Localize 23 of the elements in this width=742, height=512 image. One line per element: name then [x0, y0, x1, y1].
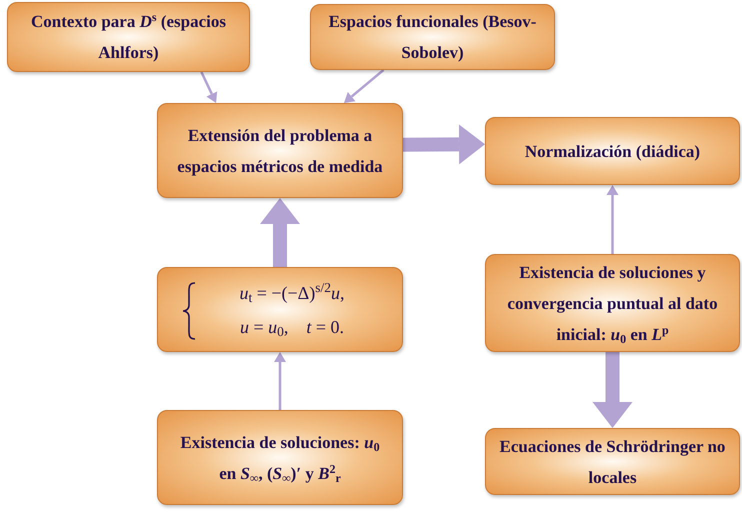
- equation-line: u = u$_{0}$, t = 0.: [238, 316, 344, 341]
- process-box: [485, 428, 740, 495]
- box-text: Espacios funcionales (Besov-Sobolev): [328, 11, 538, 64]
- equation-box: [157, 267, 403, 352]
- arrow: [274, 352, 286, 410]
- arrow: [606, 185, 618, 254]
- process-box: [310, 4, 555, 70]
- block-arrow: [402, 124, 485, 164]
- process-box: [157, 410, 403, 505]
- equation-line: u$_{t}$ = −(−Δ)$^{s/2}$u,: [238, 278, 345, 307]
- box-text: Normalización (diádica): [524, 140, 700, 162]
- box-text: Extensión del problema a espacios métricos de medida: [176, 124, 384, 178]
- process-box: [157, 103, 403, 198]
- process-box: [485, 254, 740, 352]
- arrow: [344, 69, 384, 103]
- process-box: [7, 2, 250, 72]
- box-text: Ecuaciones de Schrödringer no locales: [498, 436, 726, 488]
- block-arrow: [260, 198, 300, 267]
- box-text: Contexto para D$^{s}$ (espacios Ahlfors): [30, 9, 227, 64]
- block-arrow: [592, 352, 632, 428]
- process-box: [485, 117, 740, 185]
- box-text: Existencia de soluciones y convergencia puntual al dato inicial: u$_{0}$ en L$^{p}$: [506, 262, 719, 348]
- arrow: [200, 71, 218, 103]
